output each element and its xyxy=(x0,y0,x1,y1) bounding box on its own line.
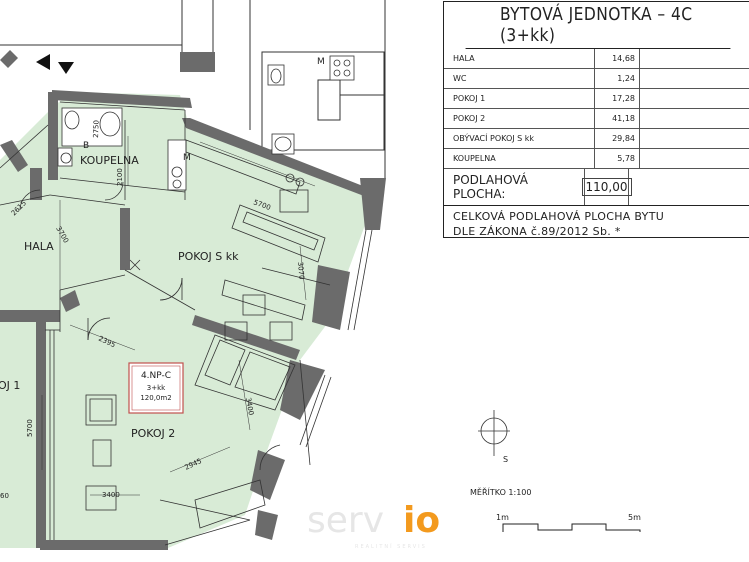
row-value: 1,24 xyxy=(595,69,640,88)
room-label-pokoj1: OJ 1 xyxy=(0,379,20,392)
table-title: BYTOVÁ JEDNOTKA – 4C (3+kk) xyxy=(465,2,731,49)
room-label-koupelna: KOUPELNA xyxy=(80,154,139,167)
dim-60: 60 xyxy=(0,492,9,500)
unit-label-area: 120,0m2 xyxy=(140,394,171,402)
room-label-pokoj2: POKOJ 2 xyxy=(131,427,175,440)
table-row: WC 1,24 xyxy=(444,69,749,89)
compass: S xyxy=(478,410,510,464)
unit-label: 4.NP-C 3+kk 120,0m2 xyxy=(128,362,184,414)
scale-label: MĚŘÍTKO 1:100 xyxy=(470,486,531,497)
row-name: POKOJ 2 xyxy=(444,109,595,128)
doors xyxy=(19,181,281,471)
table-row: OBÝVACÍ POKOJ S kk 29,84 xyxy=(444,129,749,149)
dim-2750: 2750 xyxy=(92,120,101,138)
row-name: WC xyxy=(444,69,595,88)
arrow-icon-2 xyxy=(58,62,74,74)
table-row: KOUPELNA 5,78 xyxy=(444,149,749,169)
walls xyxy=(0,50,386,550)
unit-label-type: 3+kk xyxy=(147,384,166,392)
row-name: OBÝVACÍ POKOJ S kk xyxy=(444,129,595,148)
watermark-tagline: REALITNÍ SERVIS xyxy=(355,543,427,550)
scale-left-label: 1m xyxy=(496,513,509,522)
row-value: 14,68 xyxy=(595,49,640,68)
floor-area xyxy=(0,92,375,548)
table-row: HALA 14,68 xyxy=(444,49,749,69)
dim-5700b: 5700 xyxy=(26,419,34,437)
total-value: 110,00 xyxy=(581,178,632,196)
legal-line-1: CELKOVÁ PODLAHOVÁ PLOCHA BYTU xyxy=(453,210,665,223)
dim-3400a: 3400 xyxy=(244,397,255,416)
dimension-lines xyxy=(41,136,316,496)
room-labels: KOUPELNA HALA POKOJ S kk OJ 1 POKOJ 2 xyxy=(0,154,239,440)
fixture-letter-b: B xyxy=(83,141,89,151)
row-value: 41,18 xyxy=(595,109,640,128)
row-value: 17,28 xyxy=(595,89,640,108)
total-label: PODLAHOVÁ PLOCHA: xyxy=(444,169,585,205)
fixture-letter-m2: M xyxy=(317,57,325,67)
row-value: 5,78 xyxy=(595,149,640,168)
watermark-text-b: io xyxy=(403,500,440,541)
living-furniture xyxy=(129,189,326,341)
legal-line-2: DLE ZÁKONA č.89/2012 Sb. * xyxy=(453,225,621,238)
row-value: 29,84 xyxy=(595,129,640,148)
row-name: HALA xyxy=(444,49,595,68)
total-value-box: 110,00 xyxy=(581,169,632,205)
dim-2100: 2100 xyxy=(116,168,124,186)
scale-bar: MĚŘÍTKO 1:100 1m 5m xyxy=(470,486,641,532)
fixture-letters: B M M xyxy=(83,57,325,163)
watermark-text-a: serv xyxy=(307,500,384,541)
table-row: POKOJ 1 17,28 xyxy=(444,89,749,109)
legal-note: CELKOVÁ PODLAHOVÁ PLOCHA BYTU DLE ZÁKONA… xyxy=(444,206,749,242)
unit-label-code: 4.NP-C xyxy=(141,371,171,381)
bedroom-furniture xyxy=(85,334,296,529)
compass-letter: S xyxy=(503,455,508,464)
watermark: serv io REALITNÍ SERVIS xyxy=(307,500,440,550)
bathroom-fixtures xyxy=(57,55,355,191)
room-label-pokoj-kk: POKOJ S kk xyxy=(178,250,239,263)
entrance-arrows xyxy=(36,54,74,74)
arrow-icon-1 xyxy=(36,54,50,70)
dim-3400b: 3400 xyxy=(102,491,120,499)
table-total-row: PODLAHOVÁ PLOCHA: 110,00 xyxy=(444,169,749,206)
windows xyxy=(164,229,373,546)
area-table: BYTOVÁ JEDNOTKA – 4C (3+kk) HALA 14,68 W… xyxy=(443,1,749,238)
row-name: POKOJ 1 xyxy=(444,89,595,108)
fixture-letter-m1: M xyxy=(183,153,191,163)
table-row: POKOJ 2 41,18 xyxy=(444,109,749,129)
dim-3070: 3070 xyxy=(296,261,306,279)
upper-building xyxy=(0,0,386,180)
scale-right-label: 5m xyxy=(628,513,641,522)
room-label-hala: HALA xyxy=(24,240,54,253)
row-name: KOUPELNA xyxy=(444,149,595,168)
